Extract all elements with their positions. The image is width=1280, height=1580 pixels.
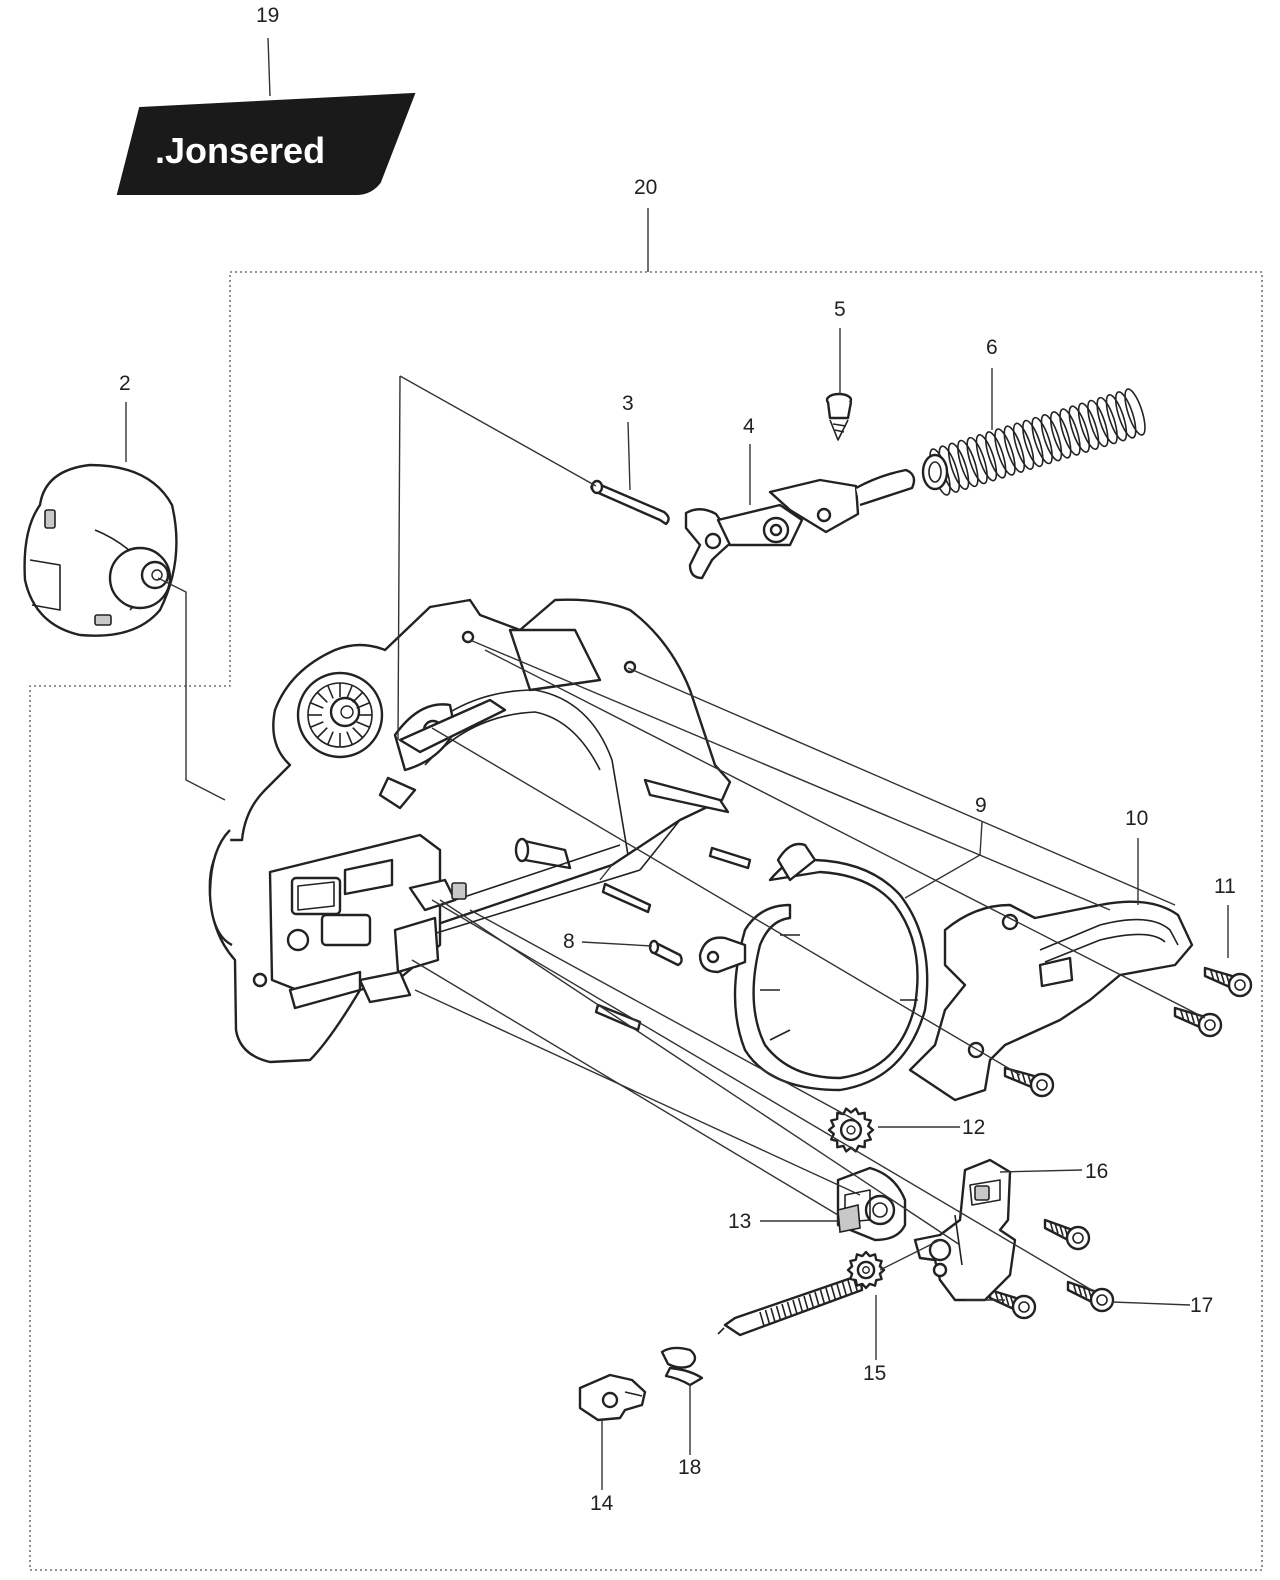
callout-18: 18 bbox=[678, 1456, 701, 1479]
callout-11: 11 bbox=[1214, 875, 1236, 898]
callouts: 19 20 2 3 4 5 6 9 10 11 8 12 13 16 17 15… bbox=[119, 4, 1236, 1515]
pin-part-3 bbox=[590, 479, 670, 526]
leader-lines bbox=[125, 37, 1229, 1490]
guard-plate-part-10 bbox=[908, 900, 1194, 1102]
callout-10: 10 bbox=[1125, 807, 1148, 830]
callout-6: 6 bbox=[986, 336, 998, 359]
adjuster-screw-part-15 bbox=[717, 1250, 886, 1337]
callout-5: 5 bbox=[834, 298, 846, 321]
clutch-drum-part-2 bbox=[23, 463, 178, 637]
nut-block-part-14 bbox=[578, 1373, 647, 1422]
assembly-boundary bbox=[29, 271, 1263, 1571]
decal-part-19: .Jonsered bbox=[116, 92, 416, 195]
callout-4: 4 bbox=[743, 415, 755, 438]
callout-14: 14 bbox=[590, 1492, 614, 1515]
callout-16: 16 bbox=[1085, 1160, 1108, 1183]
pin-part-8 bbox=[648, 939, 683, 967]
housing-body bbox=[208, 598, 752, 1064]
callout-9: 9 bbox=[975, 794, 987, 817]
callout-8: 8 bbox=[563, 930, 575, 953]
spring-part-6 bbox=[921, 388, 1146, 496]
callout-19: 19 bbox=[256, 4, 279, 27]
callout-3: 3 bbox=[622, 392, 634, 415]
gear-part-12 bbox=[827, 1107, 875, 1153]
callout-12: 12 bbox=[962, 1116, 985, 1139]
clip-part-18 bbox=[660, 1346, 704, 1387]
callout-13: 13 bbox=[728, 1210, 751, 1233]
screws bbox=[988, 966, 1253, 1320]
callout-2: 2 bbox=[119, 372, 131, 395]
brake-linkage-part-4 bbox=[684, 468, 916, 580]
decal-logo-text: .Jonsered bbox=[155, 130, 325, 171]
callout-20: 20 bbox=[634, 176, 657, 199]
screw-part-5 bbox=[825, 392, 853, 441]
brake-band-part-9 bbox=[698, 842, 929, 1092]
adjuster-housing-part-13 bbox=[836, 1166, 907, 1242]
callout-15: 15 bbox=[863, 1362, 886, 1385]
tensioner-bracket-part-16 bbox=[913, 1158, 1017, 1302]
callout-17: 17 bbox=[1190, 1294, 1213, 1317]
